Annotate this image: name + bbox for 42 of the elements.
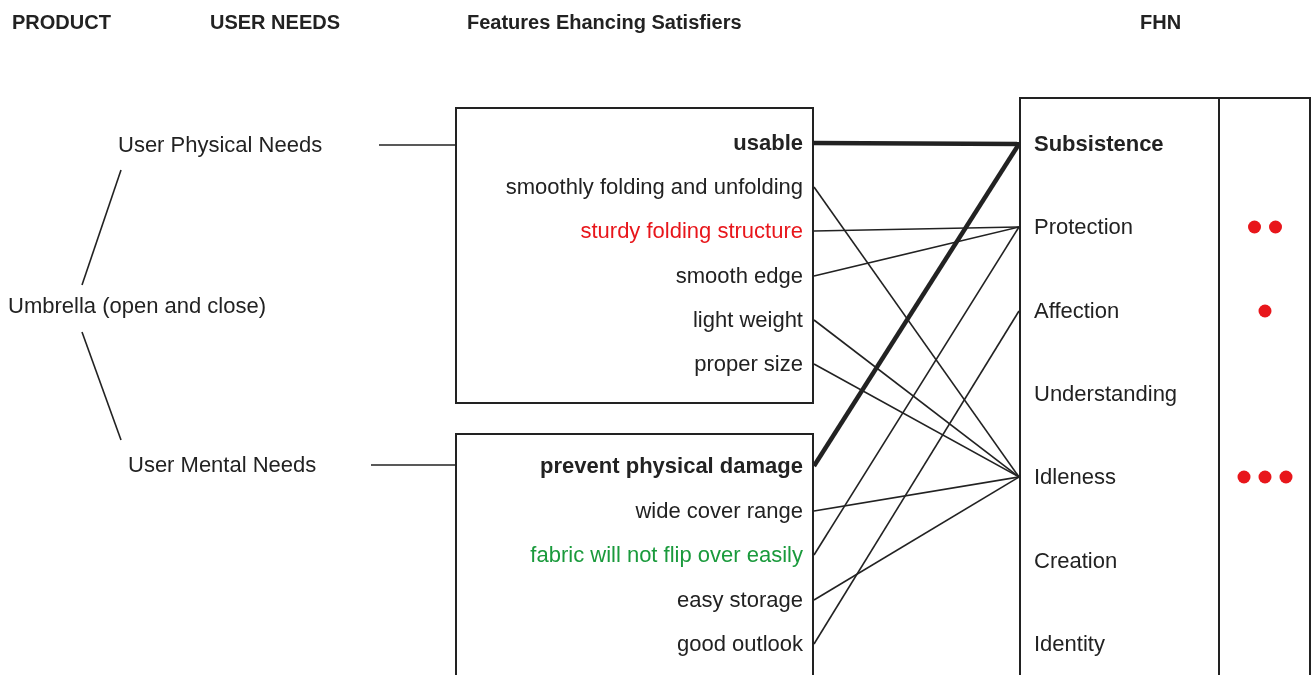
feature-label: proper size <box>694 350 803 378</box>
feature-label: fabric will not flip over easily <box>530 541 803 569</box>
product-label: Umbrella (open and close) <box>8 292 267 320</box>
column-heading: FHN <box>1140 11 1182 34</box>
column-heading: USER NEEDS <box>210 11 341 34</box>
connector-line <box>813 476 1020 512</box>
connector-line <box>813 363 1020 478</box>
feature-label: prevent physical damage <box>540 452 803 480</box>
connector-line <box>378 144 456 146</box>
connector-line <box>81 331 122 441</box>
need-category-label: Understanding <box>1034 380 1178 408</box>
connector-line <box>813 226 1020 232</box>
need-category-label: Protection <box>1034 213 1134 241</box>
need-label: User Mental Needs <box>128 451 317 479</box>
connector-line <box>81 169 122 286</box>
connector-line <box>813 226 1020 556</box>
column-heading: Features Ehancing Satisfiers <box>467 11 742 34</box>
column-heading: PRODUCT <box>12 11 111 34</box>
connector-line <box>813 310 1020 645</box>
frame-box <box>1019 97 1311 675</box>
feature-label: sturdy folding structure <box>580 217 803 245</box>
connector-line <box>813 476 1020 601</box>
need-label: User Physical Needs <box>118 131 323 159</box>
need-category-label: Subsistence <box>1034 130 1164 158</box>
connector-line <box>370 464 456 466</box>
thick-connector-line <box>814 140 1019 147</box>
frame-box <box>455 433 814 675</box>
feature-label: easy storage <box>677 586 803 614</box>
need-category-label: Identity <box>1034 630 1105 658</box>
need-category-label: Affection <box>1034 297 1120 325</box>
feature-label: good outlook <box>677 630 803 658</box>
need-category-label: Idleness <box>1034 463 1116 491</box>
feature-label: smoothly folding and unfolding <box>505 173 803 201</box>
feature-label: smooth edge <box>675 262 803 290</box>
feature-label: usable <box>733 129 803 157</box>
connector-line <box>813 186 1020 478</box>
need-category-label: Creation <box>1034 547 1118 575</box>
connector-line <box>813 319 1020 478</box>
connector-line <box>813 226 1020 277</box>
frame-box <box>455 107 814 404</box>
feature-label: wide cover range <box>635 497 803 525</box>
feature-label: light weight <box>692 306 803 334</box>
